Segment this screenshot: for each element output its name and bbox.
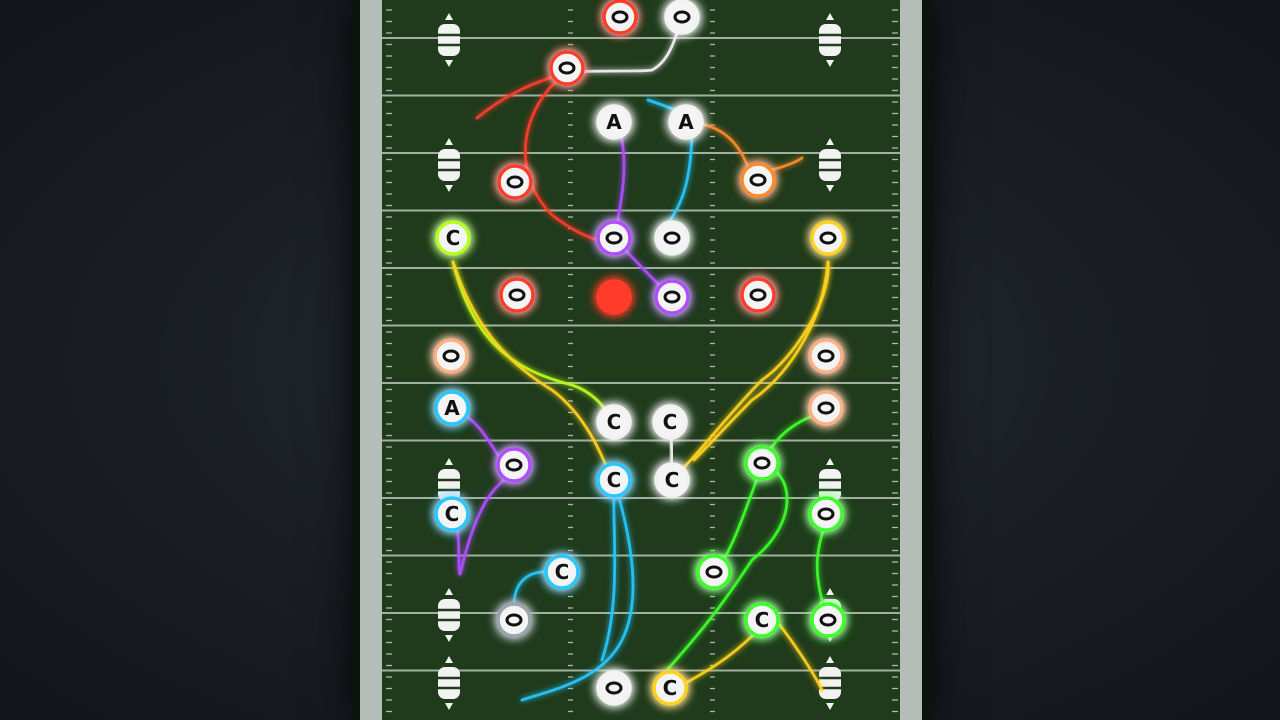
route-cyan: [520, 478, 635, 702]
player-label: C: [755, 608, 770, 632]
player-label: C: [665, 468, 680, 492]
player-label: C: [607, 410, 622, 434]
player-green[interactable]: C: [744, 602, 780, 638]
player-red[interactable]: [499, 277, 535, 313]
player-violet[interactable]: [596, 220, 632, 256]
player-violet[interactable]: [654, 279, 690, 315]
player-label: C: [445, 502, 460, 526]
player-yellow[interactable]: [810, 220, 846, 256]
player-label: C: [607, 468, 622, 492]
hash-marks: [386, 9, 898, 713]
lantern-icon: [438, 588, 460, 642]
player-cyan[interactable]: C: [434, 496, 470, 532]
player-cyan[interactable]: A: [434, 390, 470, 426]
player-green[interactable]: [808, 496, 844, 532]
player-yellow[interactable]: C: [652, 670, 688, 706]
player-white[interactable]: A: [596, 104, 632, 140]
route-violet: [450, 468, 524, 576]
lantern-icon: [819, 138, 841, 192]
field-frame: A A C A C C C C C C C C: [352, 0, 932, 720]
route-green: [665, 463, 789, 672]
player-white[interactable]: [664, 0, 700, 35]
player-cyan[interactable]: C: [544, 554, 580, 590]
players: A A C A C C C C C C C C: [433, 0, 846, 706]
lantern-icon: [819, 656, 841, 710]
player-cyan[interactable]: C: [596, 462, 632, 498]
player-label: C: [663, 676, 678, 700]
route-yellow: [451, 260, 614, 482]
player-red[interactable]: [602, 0, 638, 35]
player-label: C: [446, 226, 461, 250]
player-red[interactable]: [549, 50, 585, 86]
player-red[interactable]: [596, 279, 632, 315]
player-orange[interactable]: [740, 162, 776, 198]
player-label: A: [444, 396, 460, 420]
player-green[interactable]: [696, 554, 732, 590]
player-white[interactable]: [654, 220, 690, 256]
playbook-field[interactable]: A A C A C C C C C C C C: [352, 0, 932, 720]
player-red[interactable]: [497, 164, 533, 200]
route-yellow: [692, 260, 830, 462]
sideline-left: [360, 0, 382, 720]
lantern-icon: [438, 13, 460, 67]
sideline-right: [900, 0, 922, 720]
lantern-icon: [438, 656, 460, 710]
player-red[interactable]: [740, 277, 776, 313]
player-violet[interactable]: [496, 447, 532, 483]
player-gray[interactable]: [496, 602, 532, 638]
player-white[interactable]: C: [654, 462, 690, 498]
player-green[interactable]: [810, 602, 846, 638]
player-peach[interactable]: [808, 338, 844, 374]
player-white[interactable]: C: [652, 404, 688, 440]
player-label: C: [555, 560, 570, 584]
player-label: C: [663, 410, 678, 434]
route-cyan: [600, 478, 617, 662]
lantern-icon: [819, 13, 841, 67]
player-label: A: [678, 110, 694, 134]
player-peach[interactable]: [433, 338, 469, 374]
player-white[interactable]: C: [596, 404, 632, 440]
player-lime[interactable]: C: [435, 220, 471, 256]
player-peach[interactable]: [808, 390, 844, 426]
lantern-icon: [438, 138, 460, 192]
player-white[interactable]: [596, 670, 632, 706]
player-white[interactable]: A: [668, 104, 704, 140]
player-label: A: [606, 110, 622, 134]
player-green[interactable]: [744, 445, 780, 481]
